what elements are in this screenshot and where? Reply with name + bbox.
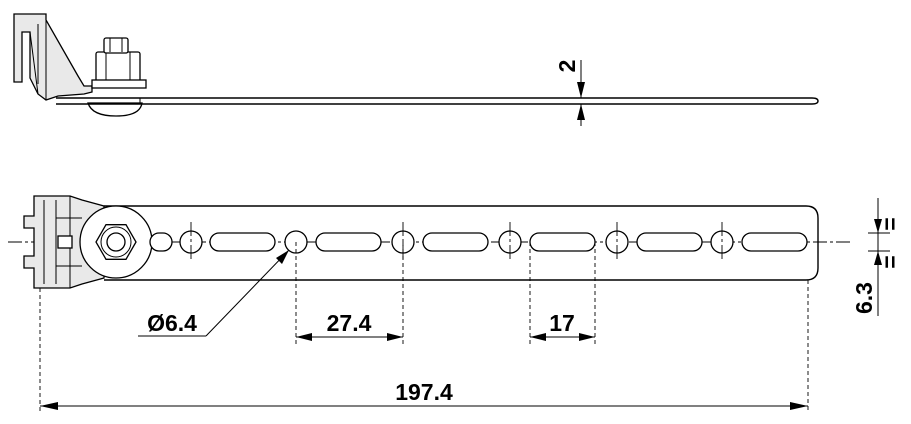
slot (422, 232, 489, 252)
slot (209, 232, 276, 252)
bolt-end (106, 232, 126, 252)
side-bracket (13, 13, 93, 101)
equal-mark-top: = (877, 217, 903, 230)
side-bolt-tip (103, 37, 129, 54)
slot (149, 232, 173, 252)
slot (741, 232, 808, 252)
top-view (8, 195, 890, 412)
side-strap (56, 97, 819, 105)
side-view (13, 13, 819, 126)
diameter-leader (205, 249, 290, 337)
slot-length-label: 17 (549, 310, 575, 336)
hole-diameter-label: Ø6.4 (147, 310, 197, 336)
equal-mark-bottom: = (877, 255, 903, 268)
thickness-label: 2 (554, 60, 580, 73)
slot (315, 232, 382, 252)
side-nut (95, 51, 141, 83)
slot (529, 232, 596, 252)
slot (636, 232, 703, 252)
width-label: 6.3 (851, 282, 877, 314)
side-bolt-head (87, 102, 143, 117)
total-length-label: 197.4 (395, 379, 453, 405)
pitch-label: 27.4 (327, 310, 372, 336)
top-strap (104, 205, 819, 281)
